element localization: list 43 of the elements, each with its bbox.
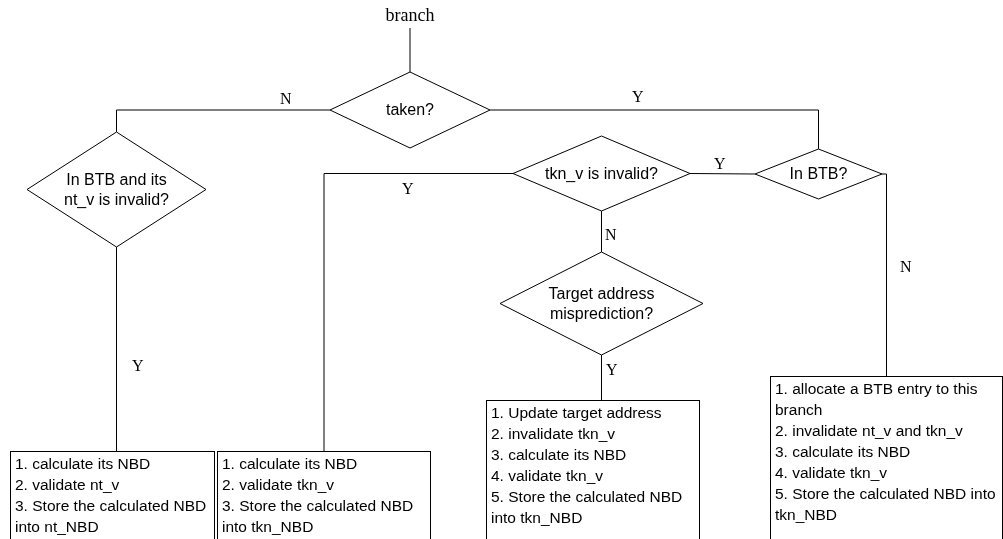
connector-line [689, 173, 756, 175]
edge-label: Y [402, 181, 414, 197]
step-text: 2. validate tkn_v [222, 475, 335, 495]
edge-label: Y [714, 156, 726, 172]
step-text: 4. validate tkn_v [775, 463, 888, 483]
edge-label: N [900, 259, 912, 275]
step-text: 2. invalidate tkn_v [491, 424, 617, 444]
connector-line [409, 27, 411, 73]
connector-line [881, 173, 887, 377]
connector-line [601, 210, 602, 253]
step-text: 2. validate nt_v [15, 475, 121, 495]
start-label: branch [370, 4, 450, 28]
decision-text: In BTB and its nt_v is invalid? [63, 169, 170, 210]
step-text: 1. calculate its NBD [15, 454, 152, 474]
edge-label: Y [632, 89, 644, 105]
connector-line [601, 354, 602, 401]
step-text: 4. validate tkn_v [491, 466, 604, 486]
step-text: 5. Store the calculated NBD into tkn_NBD [491, 487, 684, 528]
decision-text: In BTB? [788, 164, 849, 184]
edge-label: Y [132, 358, 144, 374]
connector-line [323, 173, 514, 452]
edge-label: N [280, 91, 292, 107]
connector-line [489, 109, 819, 150]
step-text: 1. allocate a BTB entry to this branch [775, 379, 979, 420]
decision-text: tkn_v is invalid? [544, 163, 659, 184]
step-text: 3. Store the calculated NBD into nt_NBD [15, 496, 208, 537]
edge-label: Y [606, 362, 618, 378]
step-text: 3. calculate its NBD [491, 445, 628, 465]
step-text: 3. Store the calculated NBD into tkn_NBD [222, 496, 415, 537]
edge-label: N [605, 227, 617, 243]
process-box [10, 451, 215, 539]
process-box [486, 400, 700, 539]
decision-text: taken? [384, 100, 435, 120]
step-text: 3. calculate its NBD [775, 442, 912, 462]
step-text: 1. Update target address [491, 403, 663, 423]
decision-text: Target address misprediction? [547, 283, 656, 324]
step-text: 1. calculate its NBD [222, 454, 359, 474]
connector-line [116, 246, 117, 452]
step-text: 2. invalidate nt_v and tkn_v [775, 421, 964, 441]
step-text: 5. Store the calculated NBD into tkn_NBD [775, 484, 997, 525]
process-box [770, 376, 1003, 539]
process-box [217, 451, 431, 539]
connector-line [116, 109, 331, 133]
